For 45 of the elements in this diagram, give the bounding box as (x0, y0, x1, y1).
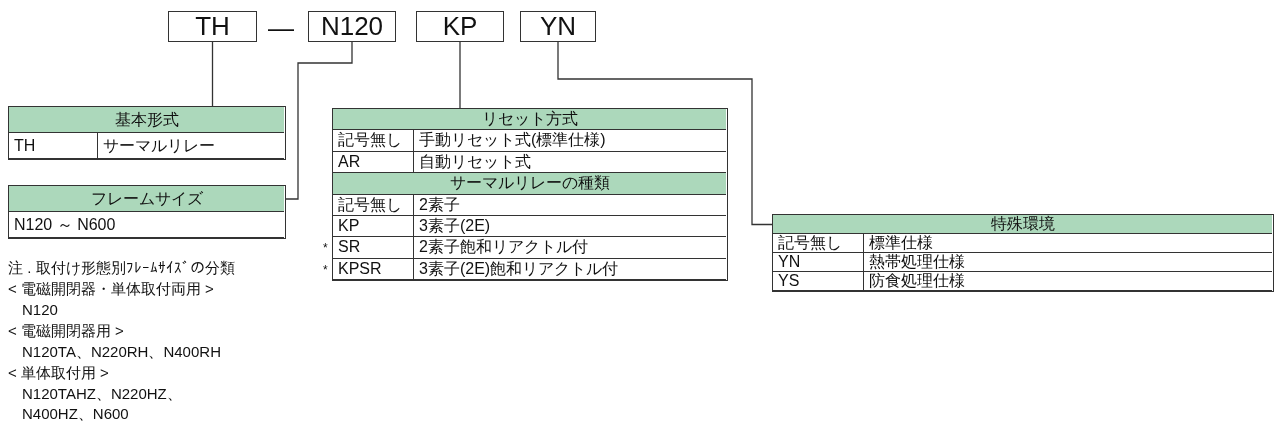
table-cell: KPSR (333, 258, 414, 281)
table-cell: 2素子飽和リアクトル付 (414, 237, 726, 259)
spec-table (332, 108, 728, 282)
code-box: N120 (308, 11, 396, 42)
table-cell: 3素子(2E) (414, 216, 726, 238)
table-cell: 手動リセット式(標準仕様) (414, 130, 726, 152)
note-text: N120 (22, 300, 58, 320)
table-cell: 標準仕様 (864, 234, 1272, 253)
note-text: N120TAHZ、N220HZ、N400HZ、N600 (22, 384, 183, 424)
header-band: リセット方式 (333, 109, 726, 131)
note-text: 注 . 取付け形態別ﾌﾚｰﾑｻｲｽﾞの分類 (8, 258, 235, 278)
table-cell: 防食処理仕様 (864, 272, 1272, 291)
connector-line (557, 41, 774, 226)
table-cell: 記号無し (773, 234, 864, 253)
table-cell: 2素子 (414, 194, 726, 216)
note-text: N120TA、N220RH、N400RH (22, 342, 221, 362)
note-text: < 電磁開閉器・単体取付両用 > (8, 279, 214, 299)
table-cell: 熱帯処理仕様 (864, 253, 1272, 272)
table-cell: SR (333, 237, 414, 259)
table-cell: TH (9, 133, 98, 159)
spec-table (8, 185, 286, 239)
dash-text: — (268, 14, 294, 42)
table-cell: YN (773, 253, 864, 272)
connector-line (459, 41, 461, 110)
table-cell: N120 ～ N600 (9, 212, 284, 238)
spec-table (772, 214, 1274, 292)
table-cell: 記号無し (333, 130, 414, 152)
code-box: YN (520, 11, 596, 42)
table-cell: YS (773, 272, 864, 291)
asterisk-mark: * (323, 263, 328, 276)
table-cell: サーマルリレー (98, 133, 284, 159)
note-text: < 電磁開閉器用 > (8, 321, 124, 341)
header-band: フレームサイズ (9, 186, 284, 212)
table-cell: 記号無し (333, 194, 414, 216)
note-text: < 単体取付用 > (8, 363, 109, 383)
spec-table (8, 106, 286, 160)
header-band: 特殊環境 (773, 215, 1272, 234)
code-box: TH (168, 11, 257, 42)
connector-line (211, 41, 214, 108)
asterisk-mark: * (323, 242, 328, 255)
header-band: 基本形式 (9, 107, 284, 133)
code-box: KP (416, 11, 504, 42)
header-band: サーマルリレーの種類 (333, 173, 726, 195)
table-cell: 3素子(2E)飽和リアクトル付 (414, 258, 726, 281)
table-cell: KP (333, 216, 414, 238)
